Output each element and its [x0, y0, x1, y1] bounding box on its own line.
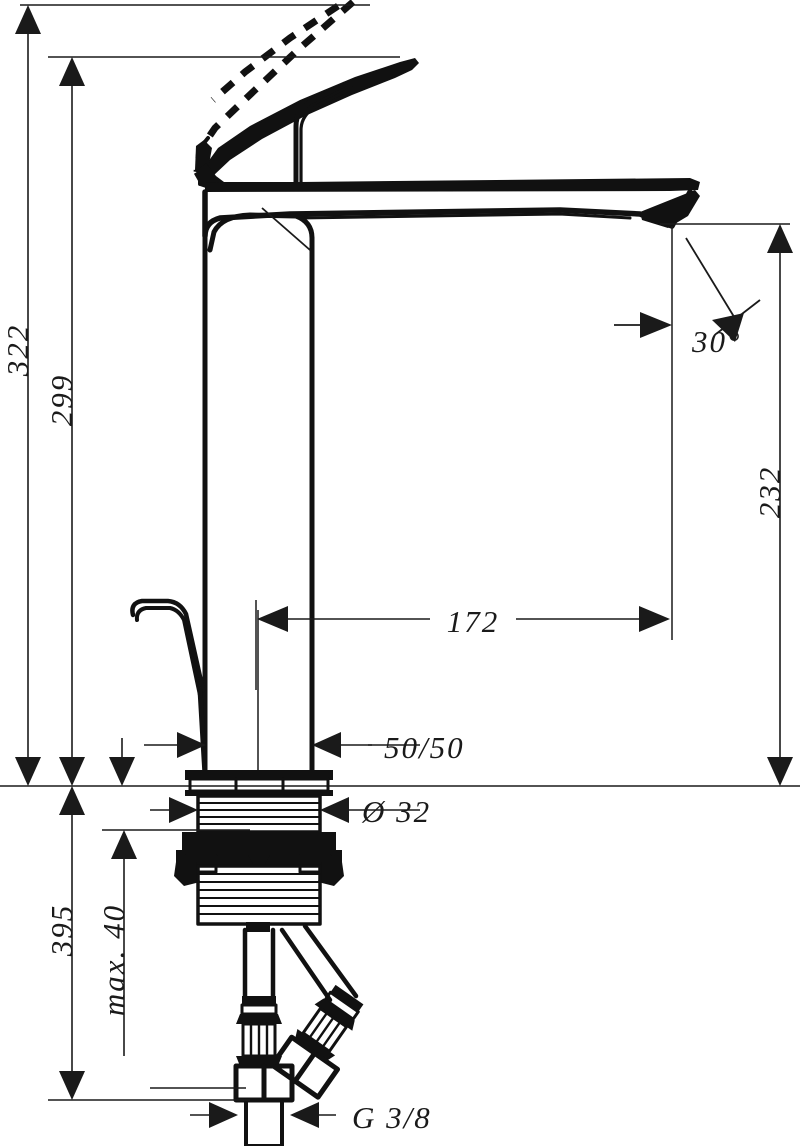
fixing-nut-assembly [174, 832, 344, 932]
dimension-spout-angle: 30° [614, 226, 761, 640]
dimension-annotations: 322 299 232 [0, 4, 793, 1135]
dimension-max-thickness: max. 40 [96, 829, 250, 1056]
dimension-label-30-degrees: 30° [691, 324, 741, 359]
dimension-label-50-50: 50/50 [384, 730, 465, 765]
dimension-50-50: 50/50 [144, 730, 465, 765]
spout-body [202, 178, 700, 239]
dimension-label-max-40: max. 40 [96, 904, 131, 1016]
dimension-label-299: 299 [44, 374, 79, 427]
dimension-label-232: 232 [752, 466, 787, 519]
dimension-supply-length: 395 [44, 786, 250, 1101]
dimension-label-172: 172 [447, 604, 500, 639]
threaded-shank [196, 794, 322, 834]
dimension-label-diameter-32: Ø 32 [361, 794, 431, 829]
dimension-label-g-3-8: G 3/8 [352, 1100, 432, 1135]
dimension-thread-g38: G 3/8 [150, 1087, 432, 1135]
dimension-total-height: 322 [0, 4, 370, 786]
dimension-height-lever-down: 299 [44, 56, 400, 786]
dimension-label-395: 395 [44, 904, 79, 958]
dimension-tick-base-left [109, 738, 135, 786]
riser-column [202, 189, 315, 780]
dimension-spout-height: 232 [660, 223, 793, 786]
pop-up-waste-lift-rod [130, 598, 208, 778]
flexible-supply-hoses [233, 923, 364, 1146]
base-flange [185, 770, 333, 796]
dimension-spout-reach: 172 [255, 598, 670, 690]
dimension-label-322: 322 [0, 324, 35, 378]
lever-closed-outline [195, 58, 419, 190]
dimension-base-diameter: Ø 32 [150, 794, 431, 829]
